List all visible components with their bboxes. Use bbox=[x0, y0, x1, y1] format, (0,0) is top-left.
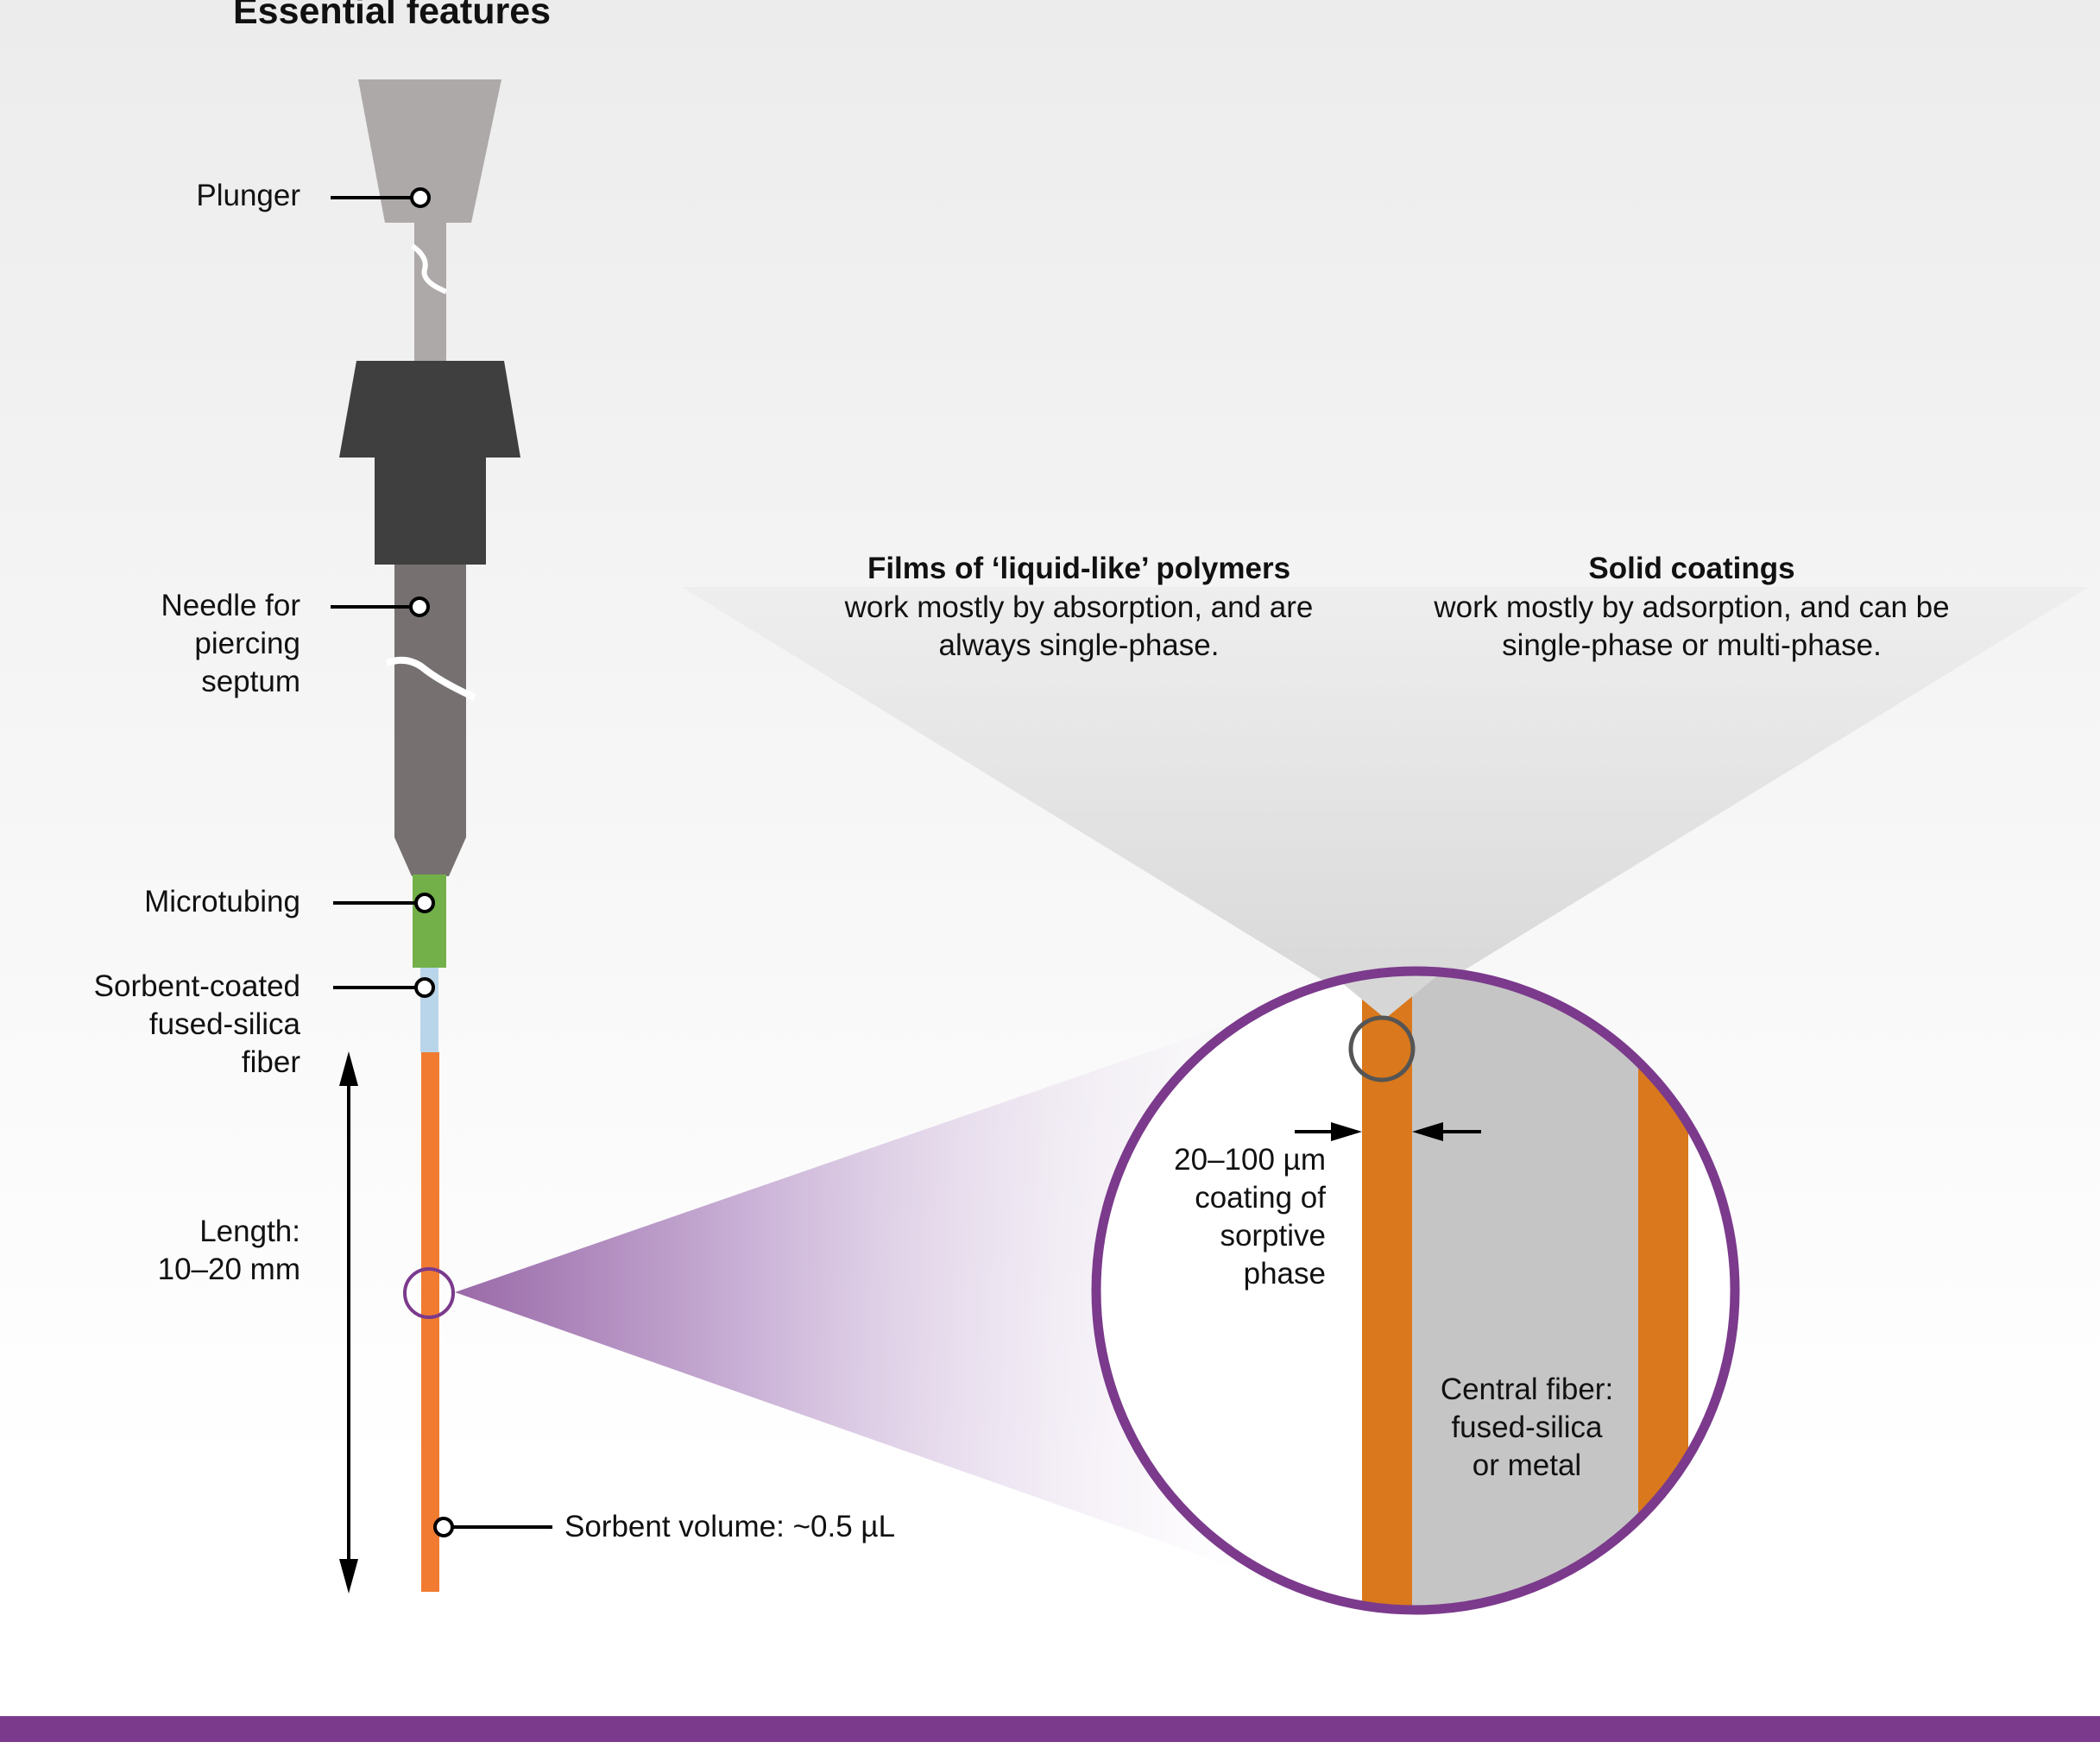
coating-detail-marker bbox=[1348, 1015, 1416, 1082]
needle-break-mark bbox=[385, 656, 476, 701]
length-label: Length: 10–20 mm bbox=[157, 1215, 300, 1286]
length-arrow-head-top bbox=[339, 1051, 358, 1086]
needle-marker bbox=[409, 596, 430, 617]
fiber-magnification-beam bbox=[455, 1001, 1295, 1588]
coating-thickness-arrowhead-right bbox=[1412, 1122, 1443, 1141]
plunger-head bbox=[358, 79, 501, 223]
solid-coating-heading: Solid coatings bbox=[1588, 552, 1795, 585]
plunger-marker bbox=[410, 187, 431, 208]
coating-magnification-beam bbox=[682, 587, 2089, 1019]
needle bbox=[394, 565, 466, 876]
zoom-circle-border bbox=[1091, 966, 1740, 1615]
plunger-break-mark bbox=[411, 243, 448, 294]
length-arrow-head-bottom bbox=[339, 1559, 358, 1594]
syringe-housing-body bbox=[375, 456, 486, 565]
sorbent-volume-label: Sorbent volume: ~0.5 µL bbox=[564, 1510, 896, 1543]
zoom-coating-left bbox=[1362, 971, 1412, 1610]
fiber-label: Sorbent-coated fused-silica fiber bbox=[93, 969, 300, 1079]
fiber-magnify-marker bbox=[403, 1267, 455, 1319]
central-fiber-label: Central fiber: fused-silica or metal bbox=[1440, 1373, 1614, 1482]
zoom-central-fiber bbox=[1412, 971, 1638, 1610]
fiber-coated-section bbox=[421, 1052, 439, 1592]
coating-thickness-arrowhead-left bbox=[1331, 1122, 1362, 1141]
microtubing-label: Microtubing bbox=[144, 885, 300, 918]
needle-label: Needle for piercing septum bbox=[161, 589, 300, 698]
microtubing bbox=[413, 874, 446, 968]
solid-coating-description: work mostly by adsorption, and can be si… bbox=[1434, 590, 1950, 662]
footer-bar bbox=[0, 1716, 2100, 1742]
fiber-marker bbox=[414, 977, 435, 998]
page-title: Essential features bbox=[233, 0, 552, 32]
liquid-coating-heading: Films of ‘liquid-like’ polymers bbox=[867, 552, 1291, 585]
microtubing-marker bbox=[414, 893, 435, 913]
liquid-coating-description: work mostly by absorption, and are alway… bbox=[844, 590, 1314, 662]
syringe-housing-top bbox=[339, 361, 520, 458]
plunger-label: Plunger bbox=[196, 179, 300, 212]
coating-thickness-label: 20–100 µm coating of sorptive phase bbox=[1174, 1143, 1326, 1291]
zoom-coating-right bbox=[1638, 971, 1688, 1610]
sorbent-volume-marker bbox=[433, 1517, 454, 1537]
